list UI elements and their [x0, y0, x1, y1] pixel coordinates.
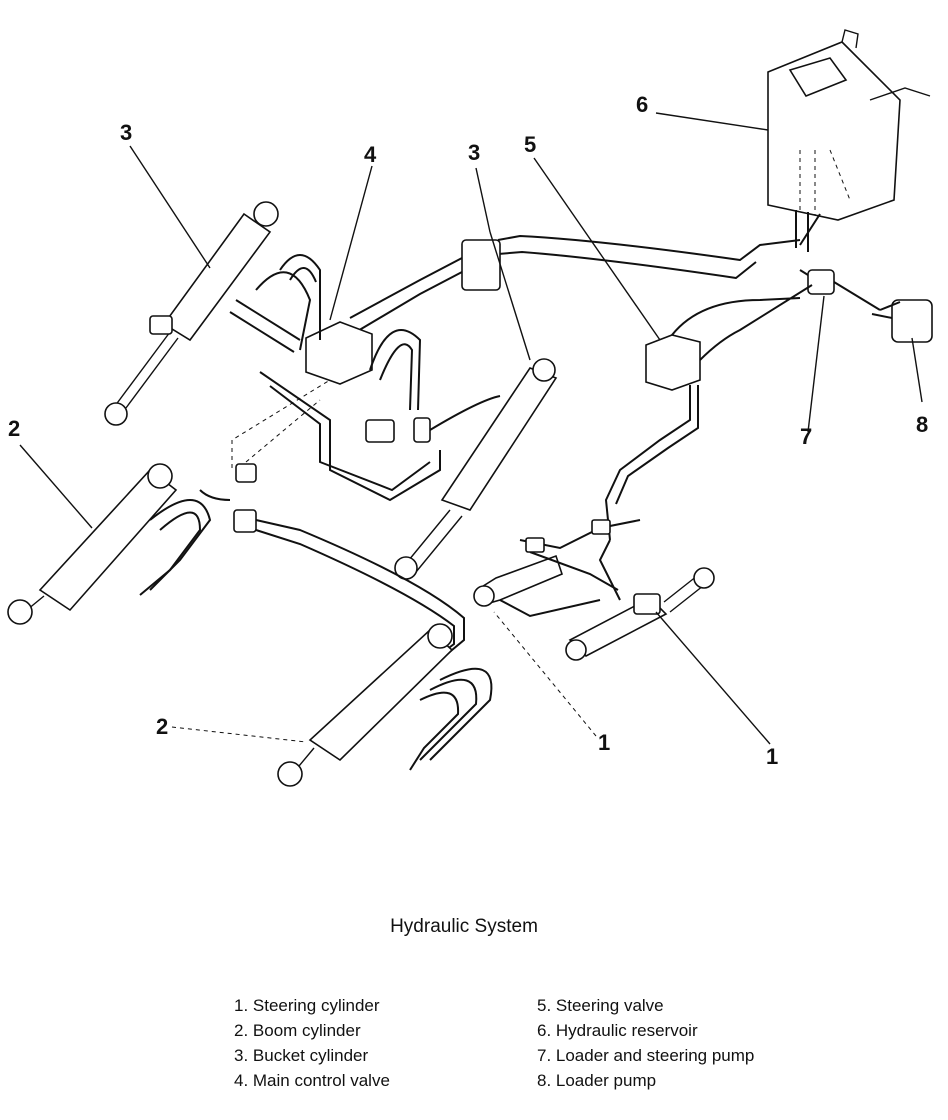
callout-8: 8 [916, 412, 928, 437]
legend-item: 1. Steering cylinder [234, 996, 380, 1015]
callout-numbers: 3 4 3 5 6 2 7 8 2 1 1 [8, 92, 928, 769]
legend-item: 2. Boom cylinder [234, 1021, 361, 1040]
legend-item: 6. Hydraulic reservoir [537, 1021, 698, 1040]
callout-1-right: 1 [766, 744, 778, 769]
boom-cylinder-bottom [277, 623, 493, 787]
callout-2-bottom: 2 [156, 714, 168, 739]
boom-cylinder-left [7, 379, 331, 625]
bucket-cylinder-left [104, 201, 301, 426]
callout-3-left: 3 [120, 120, 132, 145]
legend-item: 8. Loader pump [537, 1071, 657, 1090]
hydraulic-reservoir [767, 29, 931, 252]
legend-item: 7. Loader and steering pump [537, 1046, 755, 1065]
legend-item: 3. Bucket cylinder [234, 1046, 369, 1065]
pipe-run-lower [255, 519, 465, 663]
callout-3-mid: 3 [468, 140, 480, 165]
pipe-run-upper [349, 234, 801, 333]
legend-column-right: 5. Steering valve 6. Hydraulic reservoir… [537, 993, 754, 1093]
callout-2-left: 2 [8, 416, 20, 441]
main-control-valve [255, 254, 441, 502]
callout-1-mid: 1 [598, 730, 610, 755]
legend-item: 4. Main control valve [234, 1071, 390, 1090]
steering-cylinder-right [499, 539, 715, 661]
callout-4: 4 [364, 142, 377, 167]
figure-caption: Hydraulic System [390, 916, 538, 937]
leader-lines [19, 112, 923, 745]
callout-6: 6 [636, 92, 648, 117]
steering-cylinder-left [473, 519, 641, 607]
loader-pump [871, 299, 933, 343]
steering-valve [604, 284, 813, 541]
legend-item: 5. Steering valve [537, 996, 664, 1015]
callout-7: 7 [800, 424, 812, 449]
callout-5: 5 [524, 132, 536, 157]
legend-column-left: 1. Steering cylinder 2. Boom cylinder 3.… [234, 993, 390, 1093]
loader-steering-pump [799, 269, 881, 311]
bucket-cylinder-mid [394, 358, 558, 580]
hydraulic-system-diagram: 3 4 3 5 6 2 7 8 2 1 1 [7, 29, 933, 787]
